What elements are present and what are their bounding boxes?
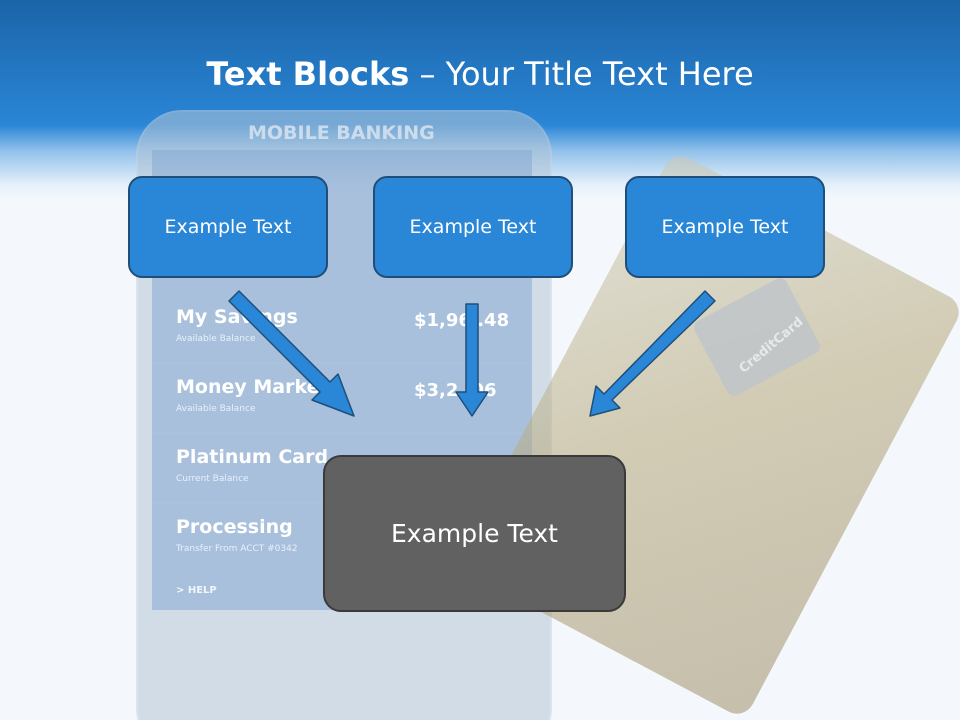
account-name: Processing xyxy=(176,516,293,538)
title-normal: Your Title Text Here xyxy=(445,55,754,93)
account-name: Money Market xyxy=(176,376,329,398)
account-name: Platinum Card xyxy=(176,446,329,468)
arrow-right xyxy=(589,290,716,417)
account-amount: $1,96 .48 xyxy=(414,310,510,331)
help-link: > HELP xyxy=(176,585,217,596)
title-separator: – xyxy=(419,55,436,93)
text-block-1[interactable]: Example Text xyxy=(128,176,328,278)
account-sub: Transfer From ACCT #0342 xyxy=(176,544,298,554)
arrow-center xyxy=(455,303,489,417)
slide-title: Text Blocks – Your Title Text Here xyxy=(0,52,960,96)
account-sub: Available Balance xyxy=(176,334,256,344)
phone-header: MOBILE BANKING xyxy=(248,122,435,144)
account-sub: Available Balance xyxy=(176,404,256,414)
text-block-2[interactable]: Example Text xyxy=(373,176,573,278)
title-bold: Text Blocks xyxy=(206,55,410,93)
account-sub: Current Balance xyxy=(176,474,249,484)
text-block-3[interactable]: Example Text xyxy=(625,176,825,278)
arrow-left xyxy=(228,290,355,417)
account-row: Processing Transfer From ACCT #0342 xyxy=(152,506,532,572)
text-block-bottom[interactable]: Example Text xyxy=(323,455,626,612)
